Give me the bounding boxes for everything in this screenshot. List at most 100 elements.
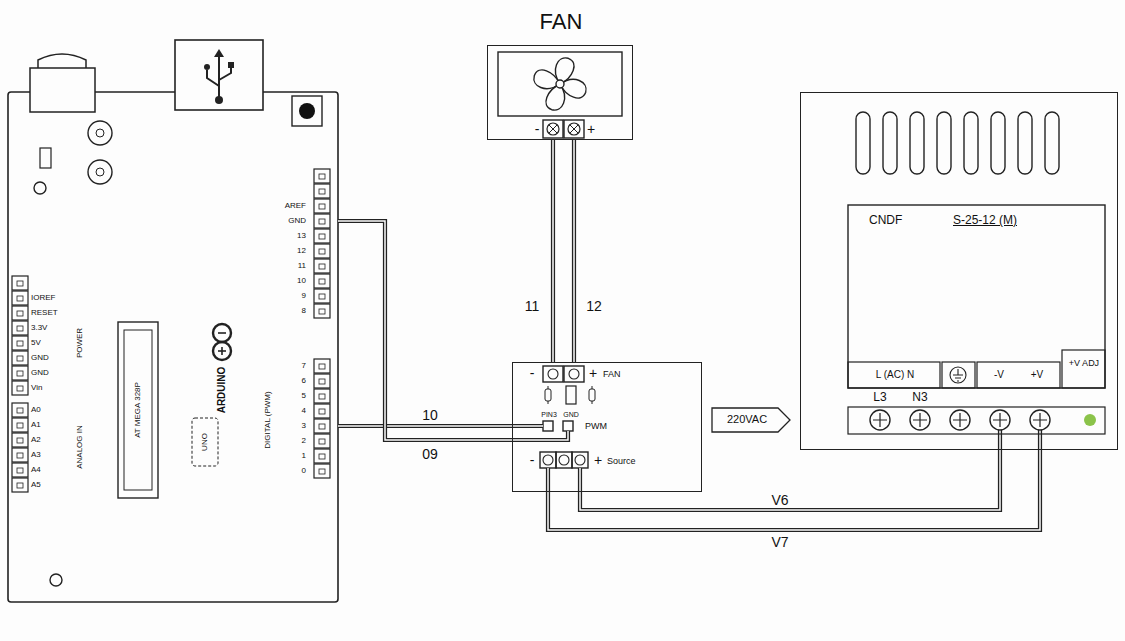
pin-header [319,249,325,254]
pin-header [12,433,28,447]
usb-symbol [204,49,234,104]
screw-terminal [913,413,927,427]
vent-slot [856,112,1059,174]
pin-label: 2 [302,436,306,445]
terminal-label: N3 [910,391,929,405]
screw-terminal [993,413,1007,427]
screw-terminal [873,413,887,427]
pin-header [17,438,23,443]
vent-slot [964,112,978,174]
driver-module-parts [559,455,569,465]
chip-label: AT MEGA 328P [133,382,142,438]
arduino-logo [213,324,231,342]
terminal-label: +V [1031,369,1044,381]
pin-header [319,439,325,444]
polarity-mark: - [535,121,540,137]
pin-header [314,199,330,213]
driver-module-parts [566,386,576,404]
wire-number: 10 [420,407,440,423]
pin-label: 12 [297,246,306,255]
power-jack [30,54,95,112]
driver-module-parts [543,455,553,465]
power-supply: CNDFS-25-12 (M)L (AC) N-V+V+V ADJ [800,92,1118,450]
usb-symbol [204,64,210,70]
pin-header [319,454,325,459]
pin-label: A1 [31,420,41,429]
driver-module-parts [569,369,579,379]
pin-label: 7 [302,361,306,370]
pin-header [319,379,325,384]
screw-terminal [953,413,967,427]
capacitor [96,129,104,137]
pin-header [12,291,28,305]
screw-terminal [910,410,930,430]
screw-terminal [870,410,890,430]
pin-header [17,296,23,301]
wire [338,221,512,440]
usb-symbol [228,62,234,68]
arduino-board [8,92,338,602]
pin-label: 4 [302,406,306,415]
pin-header [314,274,330,288]
pin-header [12,336,28,350]
header-title: DIGITAL (PWM) [263,391,272,448]
pin-header [314,359,330,373]
terminal-label: PWM [585,421,607,431]
pin-header [12,463,28,477]
vent-slot [991,112,1005,174]
pin-label: A5 [31,480,41,489]
pin-header [314,214,330,228]
wire [573,140,575,362]
screw-terminal [1033,413,1047,427]
arduino-logo [218,332,226,334]
power-led [1084,414,1096,426]
vent-slot [910,112,924,174]
pin-header [314,449,330,463]
pin-label: A3 [31,450,41,459]
regulator [40,148,51,168]
polarity-mark: + [594,452,602,468]
pin-label: 1 [302,451,306,460]
chip [124,330,152,490]
pin-header [17,408,23,413]
pin-label: 5V [31,338,41,347]
wire [338,425,512,427]
pin-header [314,184,330,198]
polarity-mark: - [530,452,535,468]
arduino-logo [213,342,231,360]
wire [572,140,576,362]
driver-module-parts [589,389,595,401]
pin-header [12,321,28,335]
pin-label: GND [31,353,49,362]
wire-stub [512,426,1040,492]
fan-driver-module: -+FANPIN3GNDPWM-+Source [512,362,702,492]
fan-box: FAN-+ [487,45,633,140]
driver-module-parts [564,366,584,382]
reset-button [292,96,322,126]
pin-header [12,366,28,380]
vent-slot [1018,112,1032,174]
pin-label: AREF [285,201,306,210]
capacitor [88,160,112,184]
pin-header [314,434,330,448]
driver-module-parts [556,452,572,468]
pin-header [319,189,325,194]
screw-terminal [1030,410,1050,430]
pin-header [12,306,28,320]
wire [338,424,512,428]
terminal-label: Source [607,456,636,466]
wire-number: V7 [769,534,790,550]
arduino-logo [221,347,223,355]
pin-header [12,276,28,290]
driver-module-parts [572,452,588,468]
screw-terminal [870,410,1050,430]
pin-label: A0 [31,405,41,414]
ground-symbol [950,367,966,383]
pin-label: GND [288,216,306,225]
pin-header [12,448,28,462]
driver-module-parts [575,455,585,465]
pin-label: A4 [31,465,41,474]
board-brand: ARDUINO [216,367,228,414]
driver-module-parts [543,366,563,382]
